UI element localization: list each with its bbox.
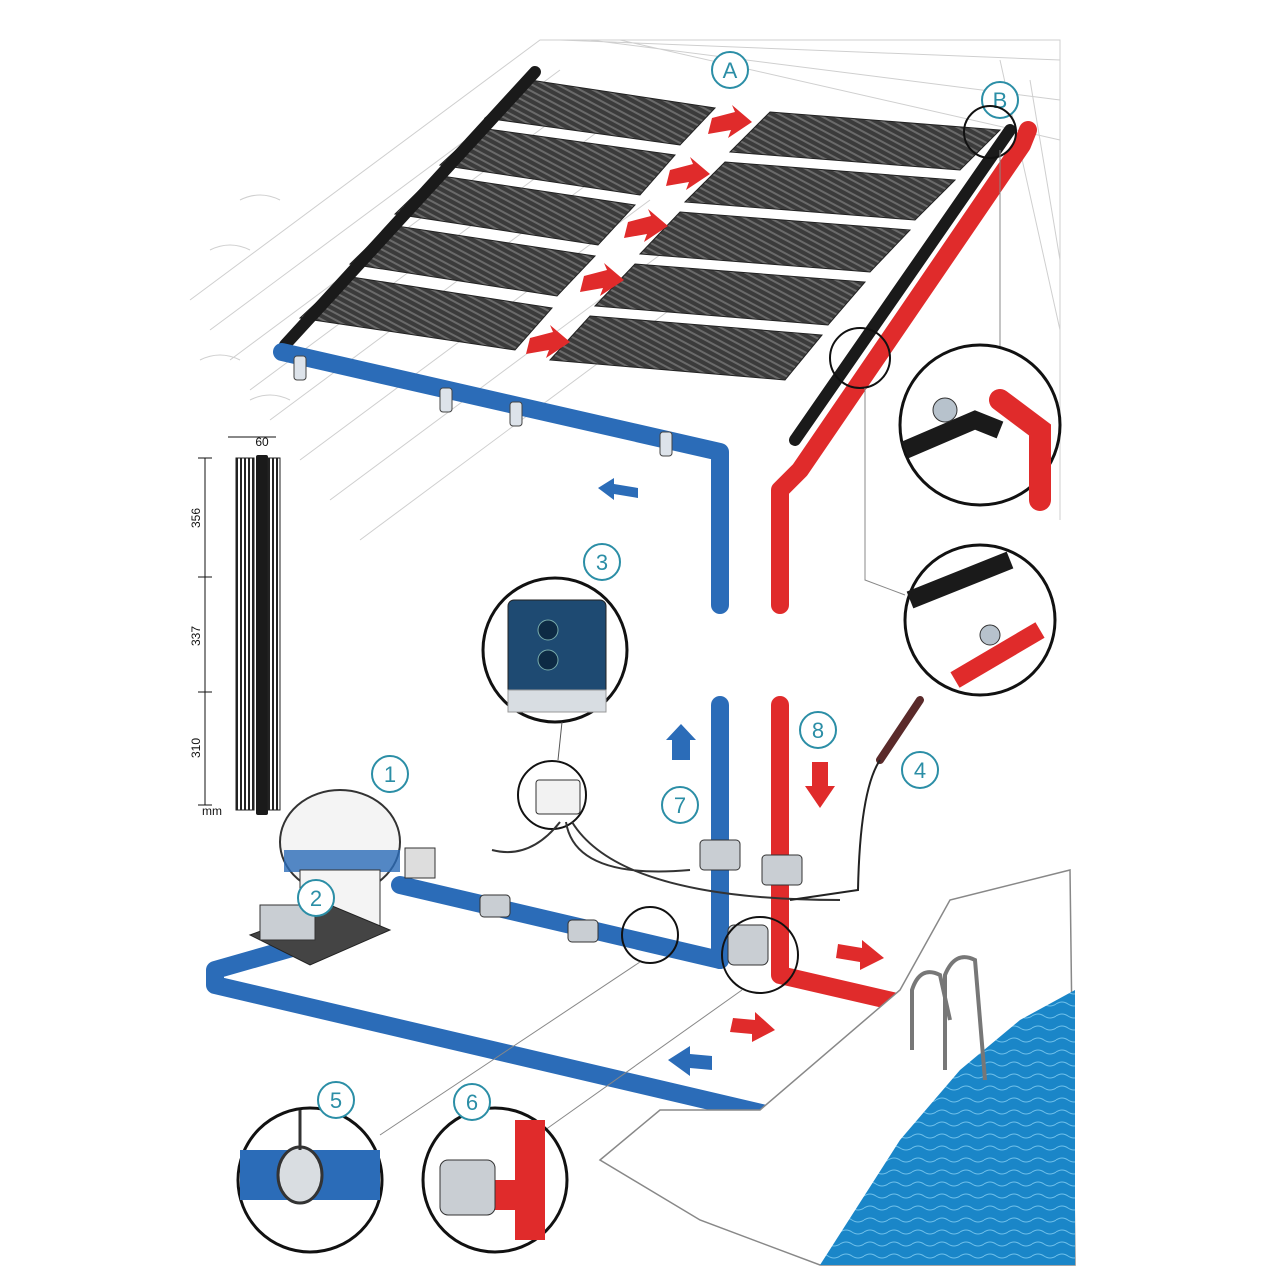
- pump-icon: 2: [248, 879, 392, 966]
- callout-7: 7: [661, 786, 699, 824]
- arrow-icon: [666, 157, 710, 190]
- arrow-icon: [730, 1012, 775, 1042]
- swimming-pool: [598, 869, 1076, 1266]
- collector-panel: [593, 263, 867, 326]
- arrow-icon: [666, 724, 696, 760]
- flow-arrows-collectors: [526, 105, 752, 358]
- detail-markers: [379, 906, 799, 1136]
- arrow-icon: [598, 478, 638, 500]
- arrow-icon: [805, 762, 835, 808]
- arrow-icon: [580, 263, 624, 296]
- collector-panel: [683, 161, 957, 221]
- callout-A: A: [711, 51, 749, 89]
- arrow-icon: [668, 1046, 712, 1076]
- collector-panel: [548, 315, 823, 381]
- hot-return-pipe: [771, 121, 1037, 1021]
- cold-supply-pipe: [206, 343, 779, 1124]
- callout-8: 8: [799, 711, 837, 749]
- collector-panel: [638, 211, 912, 273]
- detail-valve: 6: [421, 1083, 569, 1254]
- pool-ladder: [910, 955, 987, 1081]
- detail-clamp-sensor: 5: [236, 1081, 384, 1254]
- arrow-icon: [836, 940, 884, 970]
- temperature-sensor-icon: 4: [789, 696, 939, 901]
- callout-label: 6: [466, 1090, 478, 1115]
- detail-pipe-connection: [829, 327, 1057, 697]
- pool-water: [820, 990, 1075, 1265]
- callout-label: 3: [596, 550, 608, 575]
- callout-label: 1: [384, 762, 396, 787]
- panel-dimension-drawing: 60 356 337 310 mm: [189, 435, 281, 818]
- callout-label: 5: [330, 1088, 342, 1113]
- callout-label: B: [993, 88, 1008, 113]
- controller-detail: 3: [481, 543, 629, 761]
- flow-arrows-pipes: [598, 478, 884, 1076]
- dimension-unit-label: mm: [202, 804, 222, 818]
- callout-label: 4: [914, 758, 926, 783]
- arrow-icon: [526, 325, 570, 358]
- callout-label: 8: [812, 718, 824, 743]
- pipe-clamps: [293, 355, 673, 457]
- dimension-width-label: 60: [255, 435, 269, 449]
- callout-label: 2: [310, 886, 322, 911]
- collector-header-pipes: [279, 66, 1016, 446]
- dimension-bottom-label: 310: [189, 738, 203, 758]
- arrow-icon: [708, 105, 752, 138]
- collector-panel: [393, 174, 637, 246]
- collector-array-right: [548, 111, 1002, 381]
- detail-connector-b: [898, 105, 1062, 511]
- arrow-icon: [624, 209, 668, 242]
- callout-label: A: [723, 58, 738, 83]
- callout-B: B: [981, 81, 1019, 119]
- controller-box-icon: [491, 760, 841, 901]
- collector-array-left: [298, 79, 717, 351]
- dimension-mid-label: 337: [189, 626, 203, 646]
- collector-panel: [728, 111, 1002, 171]
- callout-label: 7: [674, 793, 686, 818]
- dimension-top-label: 356: [189, 508, 203, 528]
- three-way-valve-icon: [479, 839, 803, 966]
